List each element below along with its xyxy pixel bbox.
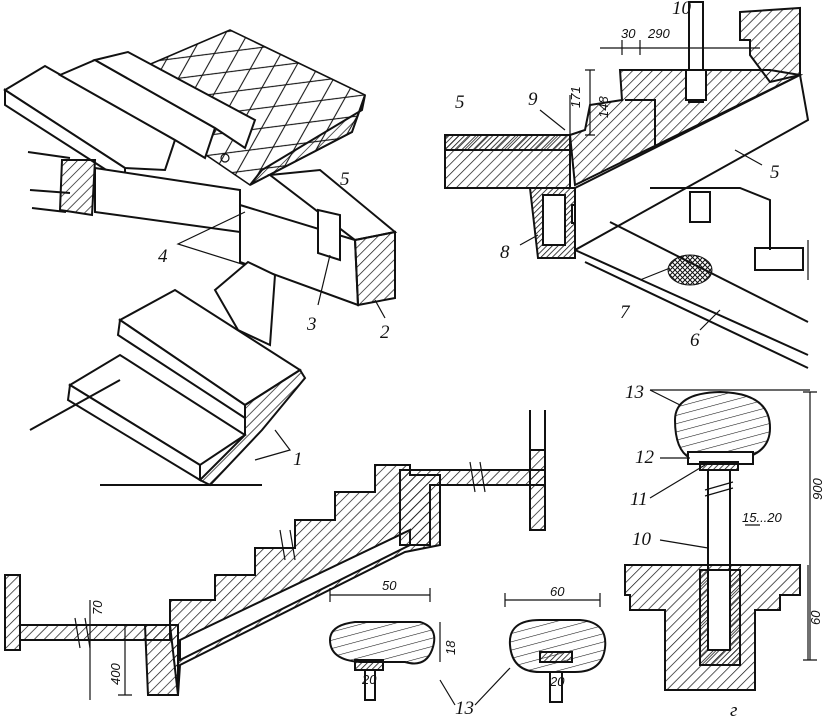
label-5-slab: 5 xyxy=(455,92,465,113)
break-marks-c xyxy=(74,461,486,649)
dim-20-a: 20 xyxy=(361,672,377,687)
rebar-ends xyxy=(27,151,71,213)
step-riser-line xyxy=(625,99,656,145)
lower-anchor-1 xyxy=(689,191,711,223)
ground-lines xyxy=(29,379,262,486)
embedded-rod xyxy=(707,569,731,651)
label-9: 9 xyxy=(528,89,538,110)
floor-finish xyxy=(444,134,571,151)
profile-2-post xyxy=(549,671,563,703)
dim-290: 290 xyxy=(647,26,670,41)
dim-171: 171 xyxy=(568,86,583,108)
handrail-section xyxy=(673,390,772,462)
label-2: 2 xyxy=(380,322,390,343)
profile-2-plate xyxy=(539,651,573,663)
dim-900: 900 xyxy=(810,478,825,500)
baluster-rod xyxy=(707,469,731,571)
dim-148: 148 xyxy=(596,96,611,118)
dim-60-g: 60 xyxy=(808,610,823,625)
stringer-beam-end xyxy=(353,230,396,307)
upper-tread-2 xyxy=(57,58,217,160)
rod-break xyxy=(704,481,734,497)
dim-50: 50 xyxy=(382,578,397,593)
upper-tread-3 xyxy=(92,50,257,150)
label-13: 13 xyxy=(455,698,474,719)
leaders-a xyxy=(176,211,386,461)
dim-15-20: 15...20 xyxy=(742,510,783,525)
profile-2 xyxy=(508,619,607,673)
profile-1 xyxy=(328,621,436,665)
dim-18: 18 xyxy=(443,640,458,655)
dim-lines-b xyxy=(569,40,760,136)
profile-1-plate xyxy=(354,659,384,671)
panel-a-isometric: 5 4 3 2 1 xyxy=(3,29,398,487)
label-1: 1 xyxy=(293,449,303,470)
lower-anchor-2 xyxy=(754,247,804,271)
dim-70: 70 xyxy=(90,600,105,615)
right-wall-upper xyxy=(529,410,546,450)
anchor-hole xyxy=(220,153,230,163)
leaders-b xyxy=(519,109,763,331)
upper-landing-c xyxy=(399,469,546,546)
label-13-g: 13 xyxy=(625,382,644,403)
dim-400: 400 xyxy=(108,663,123,685)
soffit-lines xyxy=(574,249,809,369)
upper-landing-concrete xyxy=(739,6,801,84)
label-11: 11 xyxy=(630,489,648,510)
landing-beam xyxy=(94,166,241,234)
lower-flight-support xyxy=(213,260,277,347)
label-6: 6 xyxy=(690,330,700,351)
label-3: 3 xyxy=(306,314,317,335)
dim-line-50 xyxy=(329,588,431,602)
handrail-strip xyxy=(699,461,739,471)
beam-notch xyxy=(317,208,341,262)
wall-outline xyxy=(650,187,771,250)
panel-g-baluster: 13 12 11 10 900 15...20 60 г xyxy=(624,382,825,719)
label-10-g: 10 xyxy=(632,529,652,550)
leaders-13 xyxy=(439,667,511,706)
plaster-mesh xyxy=(667,254,713,286)
dim-20-b: 20 xyxy=(549,674,565,689)
label-7: 7 xyxy=(620,302,631,323)
label-8: 8 xyxy=(500,242,510,263)
leaders-g xyxy=(649,389,709,549)
label-5-stringer: 5 xyxy=(770,162,780,183)
panel-c-flight: 70 400 xyxy=(4,410,546,700)
post-socket xyxy=(685,69,707,101)
label-10-b: 10 xyxy=(672,0,692,19)
beam-embed-plate xyxy=(542,194,566,246)
right-wall xyxy=(529,449,546,531)
dim-30: 30 xyxy=(621,26,636,41)
lower-step-end-section xyxy=(198,368,307,487)
label-12: 12 xyxy=(635,447,655,468)
panel-letter-g: г xyxy=(730,700,737,719)
left-wall xyxy=(4,574,21,651)
panel-b-section: 30 290 171 148 10 9 5 5 8 7 6 xyxy=(444,0,810,369)
dim-lines-g xyxy=(650,389,817,661)
dim-lines-c xyxy=(84,600,132,700)
wall-support xyxy=(58,159,97,217)
dim-60-b: 60 xyxy=(550,584,565,599)
landing-slab-edge xyxy=(249,94,366,186)
label-5: 5 xyxy=(340,169,350,190)
label-4: 4 xyxy=(158,246,168,267)
dim-line-60 xyxy=(504,593,601,607)
handrail-profiles: 50 18 20 60 20 13 xyxy=(328,578,607,719)
stringer-diagonal xyxy=(574,73,810,252)
profile-1-post xyxy=(364,669,376,701)
